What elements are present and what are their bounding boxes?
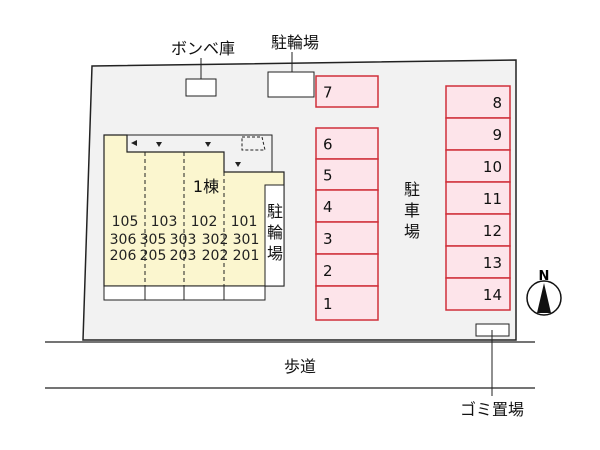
parking-space — [315, 75, 379, 108]
unit-dividers — [144, 152, 225, 286]
svg-text:駐: 駐 — [404, 180, 420, 199]
unit-301: 301 — [233, 232, 260, 248]
parking-space — [445, 245, 511, 279]
bicycle-parking-building-label: 駐 輪 場 — [267, 202, 283, 263]
parking-space-number: 7 — [323, 84, 333, 102]
unit-306: 306 — [110, 232, 137, 248]
parking-space-number: 14 — [483, 286, 502, 304]
parking-space-number: 2 — [323, 262, 333, 280]
parking-space — [315, 127, 379, 160]
entrance-arrows — [131, 140, 241, 167]
bicycle-parking-building — [264, 184, 285, 287]
parking-space — [445, 213, 511, 247]
building-label: 1棟 — [193, 177, 219, 196]
parking-space — [315, 158, 379, 191]
parking-space-number: 12 — [483, 222, 502, 240]
stair-area — [241, 136, 266, 151]
unit-205: 205 — [140, 248, 167, 264]
parking-space-number: 10 — [483, 158, 502, 176]
svg-text:輪: 輪 — [267, 223, 283, 242]
parking-space-number: 6 — [323, 136, 333, 154]
parking-space-number: 1 — [323, 295, 333, 313]
parking-space-number: 11 — [483, 190, 502, 208]
unit-303: 303 — [170, 232, 197, 248]
unit-105: 105 — [112, 214, 139, 230]
unit-103: 103 — [151, 214, 178, 230]
unit-202: 202 — [202, 248, 229, 264]
svg-text:駐: 駐 — [267, 202, 283, 221]
parking-space — [315, 285, 379, 321]
bicycle-parking-top — [267, 71, 315, 98]
parking-space-number: 8 — [492, 94, 502, 112]
building-outline — [127, 134, 273, 172]
gas-storage-label: ボンベ庫 — [171, 39, 235, 58]
unit-row-2: 206 205 203 202 201 — [110, 248, 260, 264]
parking-space — [445, 149, 511, 183]
svg-text:場: 場 — [267, 244, 283, 263]
unit-201: 201 — [233, 248, 260, 264]
parking-space — [445, 277, 511, 311]
svg-text:N: N — [539, 269, 550, 284]
gas-storage — [185, 78, 217, 97]
unit-101: 101 — [231, 214, 258, 230]
parking-space — [445, 117, 511, 151]
parking-space-number: 5 — [323, 167, 333, 185]
unit-305: 305 — [140, 232, 167, 248]
balcony-cells — [103, 285, 266, 301]
parking-space-number: 4 — [323, 198, 333, 216]
north-compass-icon: N — [526, 269, 562, 316]
bicycle-parking-label: 駐輪場 — [271, 33, 319, 52]
svg-text:場: 場 — [404, 222, 420, 241]
unit-302: 302 — [202, 232, 229, 248]
parking-space — [445, 181, 511, 215]
unit-row-1: 105 103 102 101 — [112, 214, 258, 230]
sidewalk-label: 歩道 — [284, 357, 316, 376]
parking-right: 8 9 10 11 12 13 14 — [445, 85, 511, 311]
unit-102: 102 — [191, 214, 218, 230]
svg-text:車: 車 — [404, 201, 420, 220]
parking-space — [315, 221, 379, 255]
parking-space-number: 9 — [492, 126, 502, 144]
garbage-label: ゴミ置場 — [460, 400, 524, 419]
unit-203: 203 — [170, 248, 197, 264]
parking-space-number: 3 — [323, 230, 333, 248]
unit-row-3: 306 305 303 302 301 — [110, 232, 260, 248]
parking-left: 7 6 5 4 3 2 1 — [315, 75, 379, 321]
parking-space-number: 13 — [483, 254, 502, 272]
unit-206: 206 — [110, 248, 137, 264]
parking-lot-label: 駐 車 場 — [404, 180, 420, 241]
